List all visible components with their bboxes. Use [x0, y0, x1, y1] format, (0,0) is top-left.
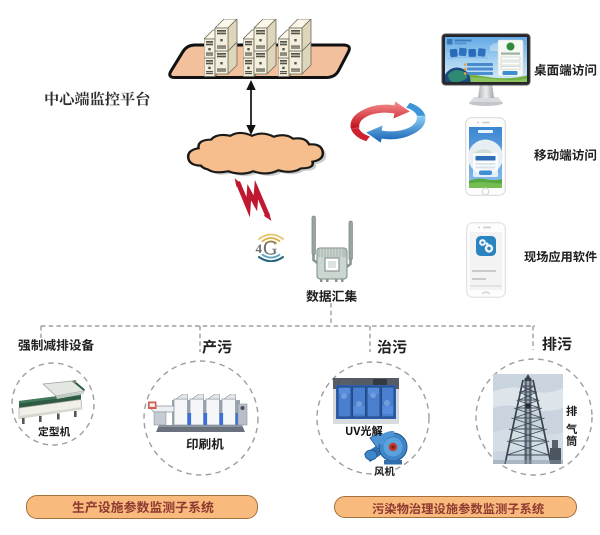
svg-text:4: 4 — [256, 241, 263, 256]
svg-text:G: G — [263, 238, 277, 260]
